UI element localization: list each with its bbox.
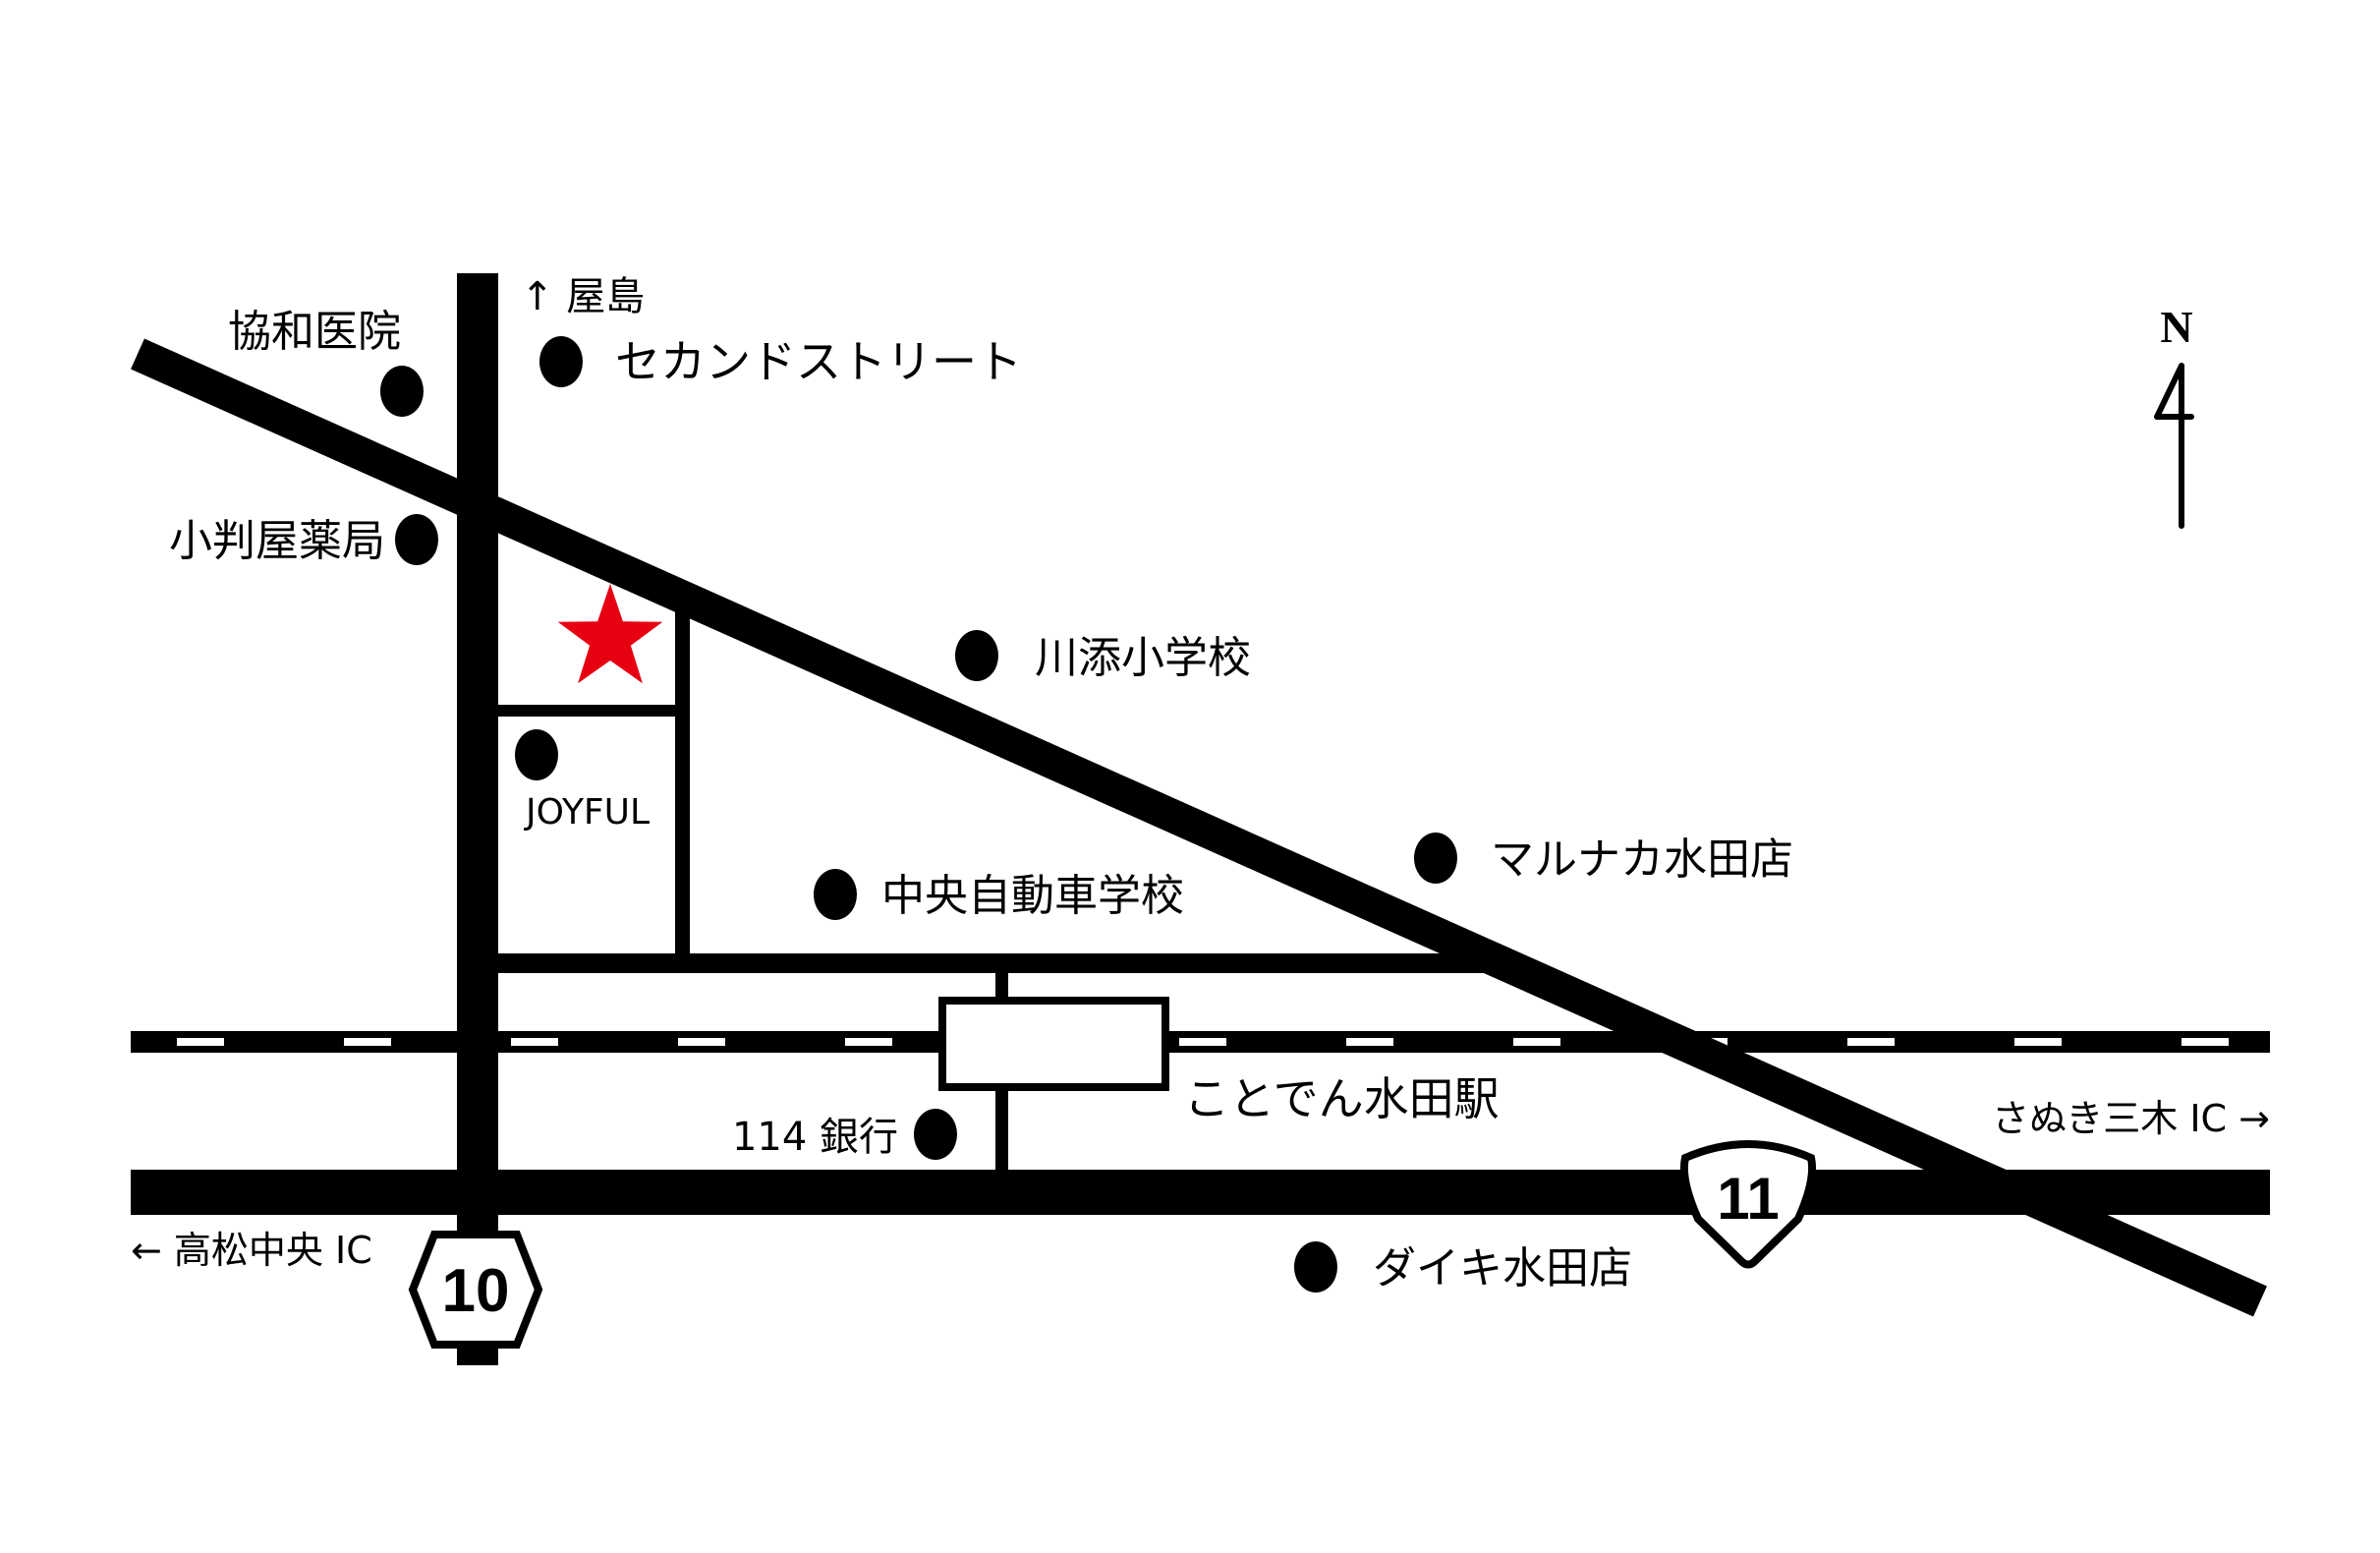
landmark-dot-koban bbox=[395, 514, 438, 565]
route-11-road bbox=[131, 1170, 2270, 1215]
route-10-number: 10 bbox=[442, 1257, 510, 1325]
landmark-label-kawazoe: 川添小学校 bbox=[1035, 633, 1251, 683]
railway-dash bbox=[2182, 1038, 2229, 1046]
railway-dash bbox=[344, 1038, 391, 1046]
local-road-vertical bbox=[675, 600, 690, 963]
railway-dash bbox=[511, 1038, 558, 1046]
landmark-label-joyful: JOYFUL bbox=[524, 792, 650, 833]
landmark-dot-bank114 bbox=[914, 1109, 957, 1160]
landmark-label-marunaka: マルナカ水田店 bbox=[1491, 834, 1793, 885]
railway-dash bbox=[2014, 1038, 2062, 1046]
landmark-dot-daiki bbox=[1294, 1241, 1337, 1293]
landmark-dot-chuo-driving bbox=[814, 869, 857, 920]
hexagon-shield-icon bbox=[408, 1231, 543, 1349]
railway-dash bbox=[1513, 1038, 1560, 1046]
landmark-label-koban: 小判屋薬局 bbox=[169, 516, 385, 566]
landmark-dot-second-street bbox=[539, 336, 583, 387]
landmark-label-daiki: ダイキ水田店 bbox=[1373, 1243, 1632, 1294]
direction-east-sanuki-miki-ic: さぬき三木 IC → bbox=[1992, 1097, 2270, 1140]
north-arrow-icon bbox=[2154, 363, 2194, 529]
station-label: ことでん水田駅 bbox=[1184, 1072, 1500, 1125]
north-arrow: N bbox=[2154, 302, 2194, 529]
local-road-horizontal bbox=[498, 953, 1491, 973]
landmark-dot-kawazoe bbox=[955, 630, 998, 681]
railway-dash bbox=[845, 1038, 892, 1046]
route-11-number: 11 bbox=[1717, 1166, 1779, 1232]
railway-dash bbox=[1847, 1038, 1895, 1046]
landmark-label-bank114: 114 銀行 bbox=[732, 1115, 898, 1160]
local-road-joyful bbox=[498, 705, 685, 717]
landmark-dot-kyowa bbox=[380, 366, 424, 417]
landmark-label-kyowa: 協和医院 bbox=[228, 307, 401, 357]
direction-north-yashima: ↑ 屋島 bbox=[521, 274, 645, 319]
route-11-shield: 11 bbox=[1679, 1140, 1817, 1269]
landmark-label-second-street: セカンドストリート bbox=[615, 335, 1022, 388]
direction-west-takamatsu-chuo-ic: ← 高松中央 IC bbox=[131, 1229, 372, 1272]
railway-dash bbox=[1179, 1038, 1226, 1046]
route-10-shield: 10 bbox=[408, 1231, 543, 1349]
shield-icon bbox=[1679, 1140, 1817, 1269]
railway-dash bbox=[1346, 1038, 1393, 1046]
landmark-dot-joyful bbox=[515, 729, 558, 780]
diagonal-road bbox=[131, 338, 2267, 1317]
railway-dash bbox=[678, 1038, 725, 1046]
landmark-dot-marunaka bbox=[1414, 833, 1457, 884]
railway-dash bbox=[177, 1038, 224, 1046]
star-icon bbox=[557, 584, 663, 684]
landmark-label-chuo-driving: 中央自動車学校 bbox=[881, 871, 1184, 921]
north-label: N bbox=[2160, 302, 2192, 352]
station-building bbox=[938, 997, 1169, 1091]
railway-line bbox=[131, 1031, 2270, 1053]
